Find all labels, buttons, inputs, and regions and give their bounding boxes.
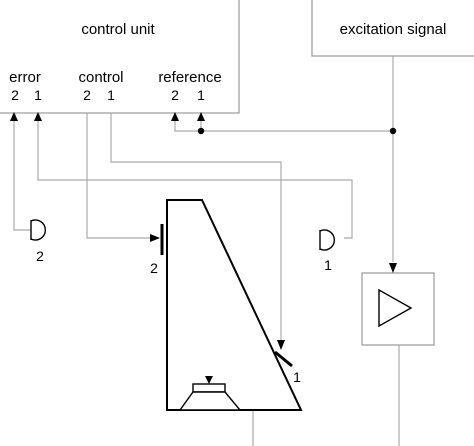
excitation-signal-box <box>311 0 474 57</box>
control-unit-block: control unit error 2 1 control 2 1 refer… <box>0 0 240 114</box>
loudspeaker-cone-icon <box>178 391 242 411</box>
reference-port-2-label: 2 <box>171 87 179 103</box>
microphone-2: 2 <box>30 219 47 264</box>
control-port-2-label: 2 <box>83 87 91 103</box>
control-unit-box <box>0 0 240 114</box>
excitation-signal-title: excitation signal <box>340 21 447 38</box>
reference-port-1-arrow <box>197 112 205 121</box>
control-unit-title: control unit <box>81 21 155 38</box>
amplifier-triangle-icon <box>378 288 413 328</box>
error-label: error <box>9 69 41 86</box>
error-port-1-label: 1 <box>34 87 42 103</box>
amplifier-input-arrow <box>389 263 397 273</box>
reference-port-1-label: 1 <box>197 87 205 103</box>
microphone-1-label: 1 <box>324 257 332 273</box>
excitation-block: excitation signal <box>311 0 474 57</box>
actuator-2-wire <box>86 113 150 239</box>
reference-junction-dot <box>197 127 205 135</box>
excitation-junction-dot <box>389 127 397 135</box>
error-port-2-label: 2 <box>11 87 19 103</box>
mic-2-wire <box>13 121 30 231</box>
actuator-1-bar <box>274 350 293 368</box>
loudspeaker <box>178 376 242 411</box>
wiring <box>13 56 400 446</box>
reference-label: reference <box>158 69 221 86</box>
error-port-2-arrow <box>10 112 18 121</box>
mic-1-wire <box>37 121 353 239</box>
actuator-1-arrow <box>277 340 285 350</box>
actuator-1-label: 1 <box>293 369 301 385</box>
amplifier-block <box>361 263 435 346</box>
reference-bus-wire <box>174 120 393 132</box>
error-port-1-arrow <box>34 112 42 121</box>
microphone-2-icon <box>30 219 47 241</box>
actuator-1-wire <box>110 113 282 340</box>
microphone-1-icon <box>319 229 336 251</box>
enclosure-outline <box>166 199 303 411</box>
actuator-2: 2 <box>150 224 164 276</box>
actuator-1: 1 <box>274 340 301 385</box>
actuator-2-label: 2 <box>150 260 158 276</box>
loudspeaker-input-arrow <box>205 376 213 384</box>
control-port-1-label: 1 <box>107 87 115 103</box>
loudspeaker-magnet <box>192 383 226 393</box>
reference-port-2-arrow <box>171 112 179 121</box>
actuator-2-arrow <box>150 234 160 242</box>
control-label: control <box>78 69 123 86</box>
microphone-2-label: 2 <box>36 248 44 264</box>
microphone-1: 1 <box>319 229 336 273</box>
